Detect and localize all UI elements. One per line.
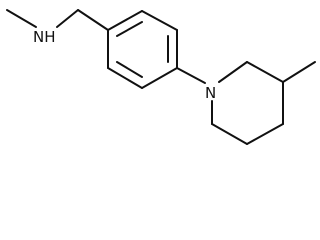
- benzene-double-bond-3: [116, 61, 143, 78]
- bond-piperidine-5: [211, 123, 248, 145]
- bond-piperidine-methyl: [282, 61, 316, 83]
- bond-benzene-2: [141, 10, 178, 31]
- bond-piperidine-2: [246, 61, 284, 83]
- bond-piperidine-1: [218, 61, 248, 83]
- bond-benzene-5: [107, 67, 143, 89]
- bond-piperidine-4: [246, 123, 284, 145]
- piperidine-n-label: N: [205, 84, 216, 102]
- bond-benzene-4: [141, 67, 178, 89]
- structure-canvas: NH N: [6, 9, 316, 145]
- molecule-structure: NH N: [6, 9, 316, 145]
- bond-ch2-aryl: [77, 9, 109, 31]
- bond-methyl-nh: [6, 9, 37, 28]
- bond-aryl-piperidine-n: [176, 67, 206, 84]
- amine-nh-label: NH: [33, 28, 56, 46]
- bond-benzene-1: [107, 10, 143, 31]
- bond-nh-ch2: [56, 9, 79, 28]
- benzene-double-bond-1: [116, 21, 143, 37]
